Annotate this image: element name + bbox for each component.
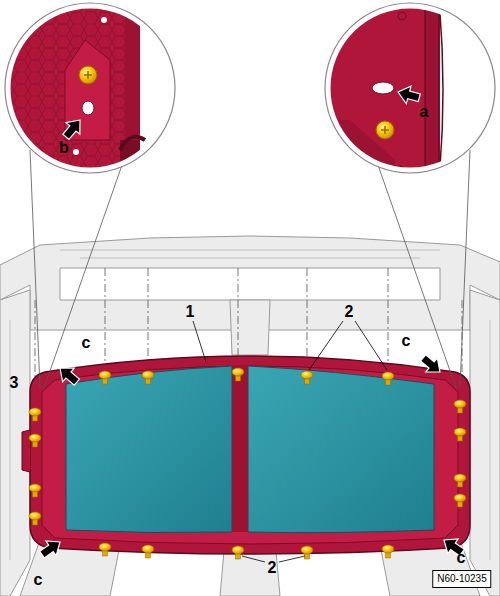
part-number: 2	[343, 303, 356, 321]
detail-letter: b	[57, 139, 71, 157]
figure-number: N60-10235	[432, 570, 491, 588]
detail-letter: c	[32, 571, 45, 589]
detail-letter: c	[400, 332, 413, 350]
detail-letter: c	[455, 549, 468, 567]
detail-letter: a	[418, 103, 431, 121]
detail-letter: c	[80, 334, 93, 352]
part-number: 1	[184, 303, 197, 321]
part-number: 3	[8, 374, 21, 392]
part-number: 2	[266, 559, 279, 577]
